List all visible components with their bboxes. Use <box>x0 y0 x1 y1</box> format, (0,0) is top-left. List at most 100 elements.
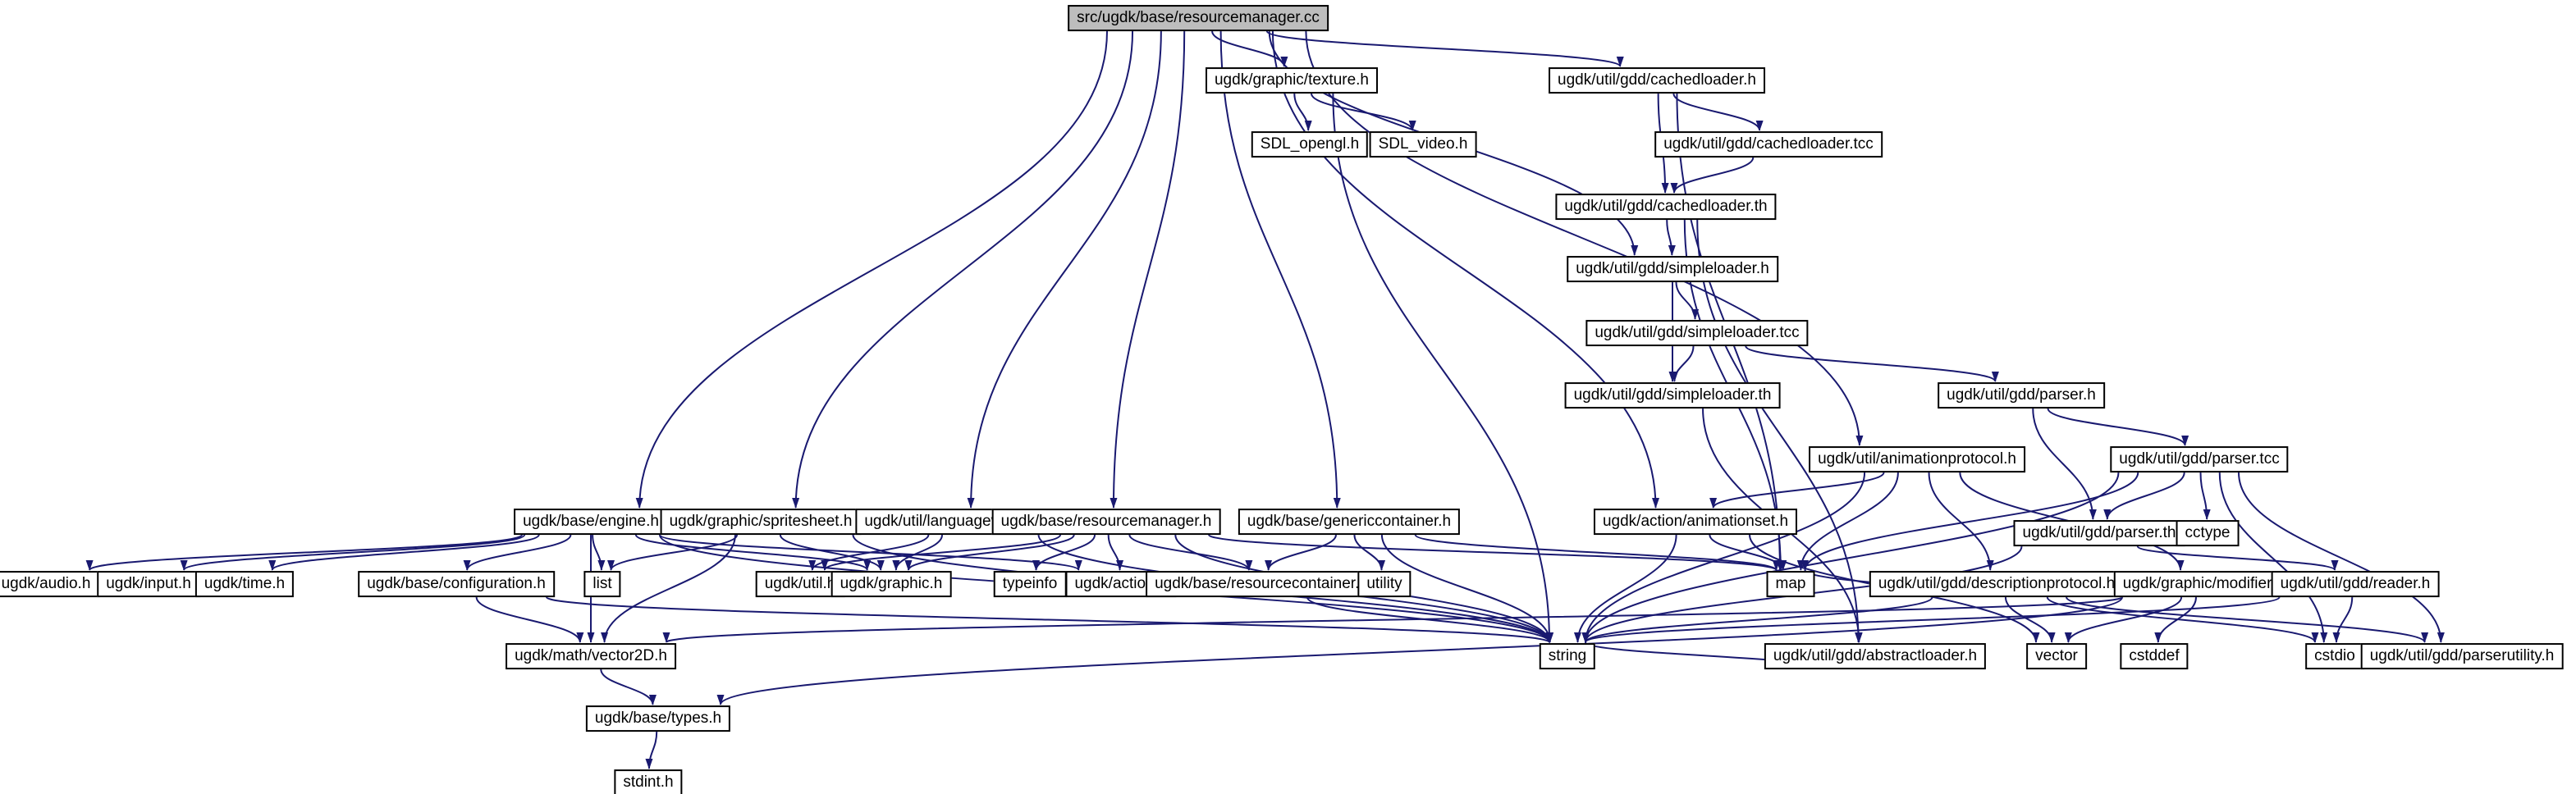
include-edge-genericcontainer_h--string <box>1380 534 1554 643</box>
graph-node-types_h[interactable]: ugdk/base/types.h <box>585 705 731 732</box>
include-edge-spritesheet_h--vector2d_h <box>601 534 736 643</box>
graph-node-cachedloader_th[interactable]: ugdk/util/gdd/cachedloader.th <box>1555 194 1777 220</box>
include-edge-texture_h--sdl_opengl_h <box>1293 93 1312 131</box>
include-edge-resourcemanager_h--graphic_h <box>904 534 1075 571</box>
include-edge-engine_h--configuration_h <box>463 534 572 571</box>
graph-node-parserutility_h[interactable]: ugdk/util/gdd/parserutility.h <box>2360 643 2564 669</box>
include-edge-parser_h--parser_tcc <box>2047 408 2189 446</box>
include-edge-engine_h--audio_h <box>85 534 523 571</box>
include-edge-types_h--stdint_h <box>645 731 658 769</box>
graph-node-graphic_h[interactable]: ugdk/graphic.h <box>830 571 952 597</box>
include-edge-resourcemanager_cc--resourcemanager_h <box>1110 30 1186 509</box>
include-edge-parser_tcc--string <box>1581 472 2120 643</box>
include-edge-resourcecontainer_h--string <box>1306 596 1553 643</box>
graph-node-resourcecontainer_h[interactable]: ugdk/base/resourcecontainer.h <box>1146 571 1377 597</box>
include-edge-parser_h--parser_th <box>2032 408 2097 520</box>
include-edge-resourcemanager_cc--engine_h <box>635 30 1108 509</box>
graph-node-util_h[interactable]: ugdk/util.h <box>755 571 845 597</box>
include-edge-languageword_h--util_h <box>808 534 930 571</box>
include-edge-spritesheet_h--list <box>607 534 739 571</box>
graph-node-resourcemanager_cc[interactable]: src/ugdk/base/resourcemanager.cc <box>1068 5 1329 31</box>
graph-node-sdl_video_h[interactable]: SDL_video.h <box>1369 131 1477 157</box>
include-edge-descriptionprotocol_h--cstdio <box>2046 596 2319 643</box>
include-edge-modifier_h--cstddef <box>2154 596 2197 643</box>
graph-node-parser_h[interactable]: ugdk/util/gdd/parser.h <box>1938 382 2105 408</box>
include-edge-resourcemanager_cc--genericcontainer_h <box>1219 30 1341 509</box>
include-edge-engine_h--graphic_h <box>634 534 872 571</box>
graph-node-stdint_h[interactable]: stdint.h <box>614 769 683 794</box>
graph-node-utility[interactable]: utility <box>1357 571 1412 597</box>
graph-node-audio_h[interactable]: ugdk/audio.h <box>0 571 100 597</box>
graph-node-genericcontainer_h[interactable]: ugdk/base/genericcontainer.h <box>1238 509 1461 535</box>
include-edge-resourcemanager_cc--animationset_h <box>1271 30 1659 509</box>
include-edge-resourcemanager_cc--cachedloader_h <box>1265 30 1624 67</box>
include-edge-genericcontainer_h--map <box>1414 534 1780 571</box>
graph-node-input_h[interactable]: ugdk/input.h <box>97 571 200 597</box>
graph-node-texture_h[interactable]: ugdk/graphic/texture.h <box>1205 67 1379 94</box>
graph-node-vector2d_h[interactable]: ugdk/math/vector2D.h <box>506 643 676 669</box>
include-edge-animationprotocol_h--animationset_h <box>1709 472 1885 509</box>
include-edge-resourcemanager_cc--spritesheet_h <box>792 30 1134 509</box>
include-edge-parser_tcc--cctype <box>2199 472 2211 520</box>
include-edge-spritesheet_h--graphic_h <box>779 534 885 571</box>
graph-node-configuration_h[interactable]: ugdk/base/configuration.h <box>358 571 555 597</box>
include-edge-configuration_h--string <box>546 596 1553 643</box>
include-edge-resourcemanager_cc--languageword_h <box>967 30 1162 509</box>
graph-node-simpleloader_tcc[interactable]: ugdk/util/gdd/simpleloader.tcc <box>1585 320 1809 346</box>
include-edge-animationprotocol_h--map <box>1796 472 1899 571</box>
include-edge-engine_h--time_h <box>268 534 540 571</box>
graph-node-parser_tcc[interactable]: ugdk/util/gdd/parser.tcc <box>2110 446 2289 472</box>
graph-node-cachedloader_h[interactable]: ugdk/util/gdd/cachedloader.h <box>1549 67 1765 94</box>
include-edge-resourcemanager_h--resourcecontainer_h <box>1128 534 1253 571</box>
graph-node-vector[interactable]: vector <box>2026 643 2087 669</box>
include-edge-parser_tcc--parserutility_h <box>2238 472 2445 643</box>
include-edge-parser_tcc--parser_th <box>2103 472 2185 520</box>
include-edge-genericcontainer_h--resourcecontainer_h <box>1265 534 1337 571</box>
include-edge-resourcemanager_h--typeinfo <box>1032 534 1096 571</box>
graph-node-cstddef[interactable]: cstddef <box>2120 643 2189 669</box>
graph-node-sdl_opengl_h[interactable]: SDL_opengl.h <box>1251 131 1369 157</box>
graph-node-resourcemanager_h[interactable]: ugdk/base/resourcemanager.h <box>991 509 1221 535</box>
graph-node-abstractloader_h[interactable]: ugdk/util/gdd/abstractloader.h <box>1764 643 1987 669</box>
graph-node-animationprotocol_h[interactable]: ugdk/util/animationprotocol.h <box>1809 446 2025 472</box>
include-edge-engine_h--input_h <box>180 534 526 571</box>
include-edge-descriptionprotocol_h--vector <box>2004 596 2056 643</box>
include-edge-resourcemanager_cc--animationprotocol_h <box>1305 30 1864 446</box>
include-edge-animationset_h--map <box>1709 534 1787 571</box>
graph-node-string[interactable]: string <box>1539 643 1596 669</box>
graph-node-typeinfo[interactable]: typeinfo <box>993 571 1067 597</box>
graph-node-cctype[interactable]: cctype <box>2176 520 2240 546</box>
include-edge-descriptionprotocol_h--string <box>1581 596 1933 643</box>
graph-node-map[interactable]: map <box>1766 571 1815 597</box>
graph-node-modifier_h[interactable]: ugdk/graphic/modifier.h <box>2113 571 2294 597</box>
include-edge-vector2d_h--types_h <box>600 669 657 705</box>
include-edge-genericcontainer_h--utility <box>1353 534 1386 571</box>
graph-node-list[interactable]: list <box>583 571 621 597</box>
graph-node-descriptionprotocol_h[interactable]: ugdk/util/gdd/descriptionprotocol.h <box>1869 571 2125 597</box>
graph-node-parser_th[interactable]: ugdk/util/gdd/parser.th <box>2013 520 2185 546</box>
include-edge-simpleloader_h--simpleloader_tcc <box>1675 281 1700 320</box>
graph-node-time_h[interactable]: ugdk/time.h <box>194 571 295 597</box>
include-edge-reader_h--cstdio <box>2332 596 2354 643</box>
graph-node-animationset_h[interactable]: ugdk/action/animationset.h <box>1593 509 1798 535</box>
graph-node-cachedloader_tcc[interactable]: ugdk/util/gdd/cachedloader.tcc <box>1654 131 1883 157</box>
graph-node-engine_h[interactable]: ugdk/base/engine.h <box>514 509 668 535</box>
graph-node-reader_h[interactable]: ugdk/util/gdd/reader.h <box>2271 571 2440 597</box>
include-edge-simpleloader_tcc--simpleloader_th <box>1670 345 1695 382</box>
graph-node-simpleloader_th[interactable]: ugdk/util/gdd/simpleloader.th <box>1564 382 1781 408</box>
include-edge-cachedloader_th--simpleloader_h <box>1666 219 1676 256</box>
include-edge-engine_h--list <box>592 534 606 571</box>
include-edge-texture_h--string <box>1332 93 1553 643</box>
graph-node-simpleloader_h[interactable]: ugdk/util/gdd/simpleloader.h <box>1567 256 1778 282</box>
include-edge-simpleloader_tcc--parser_h <box>1745 345 1999 382</box>
include-edge-parser_tcc--map <box>1801 472 2139 571</box>
include-edge-languageword_h--graphic_h <box>892 534 944 571</box>
include-edge-modifier_h--vector2d_h <box>663 596 2123 643</box>
include-edge-reader_h--string <box>1581 596 2281 643</box>
include-edge-cachedloader_th--abstractloader_h <box>1696 219 1863 643</box>
include-edge-texture_h--sdl_video_h <box>1311 93 1416 131</box>
graph-node-spritesheet_h[interactable]: ugdk/graphic/spritesheet.h <box>660 509 862 535</box>
graph-node-cstdio[interactable]: cstdio <box>2305 643 2364 669</box>
